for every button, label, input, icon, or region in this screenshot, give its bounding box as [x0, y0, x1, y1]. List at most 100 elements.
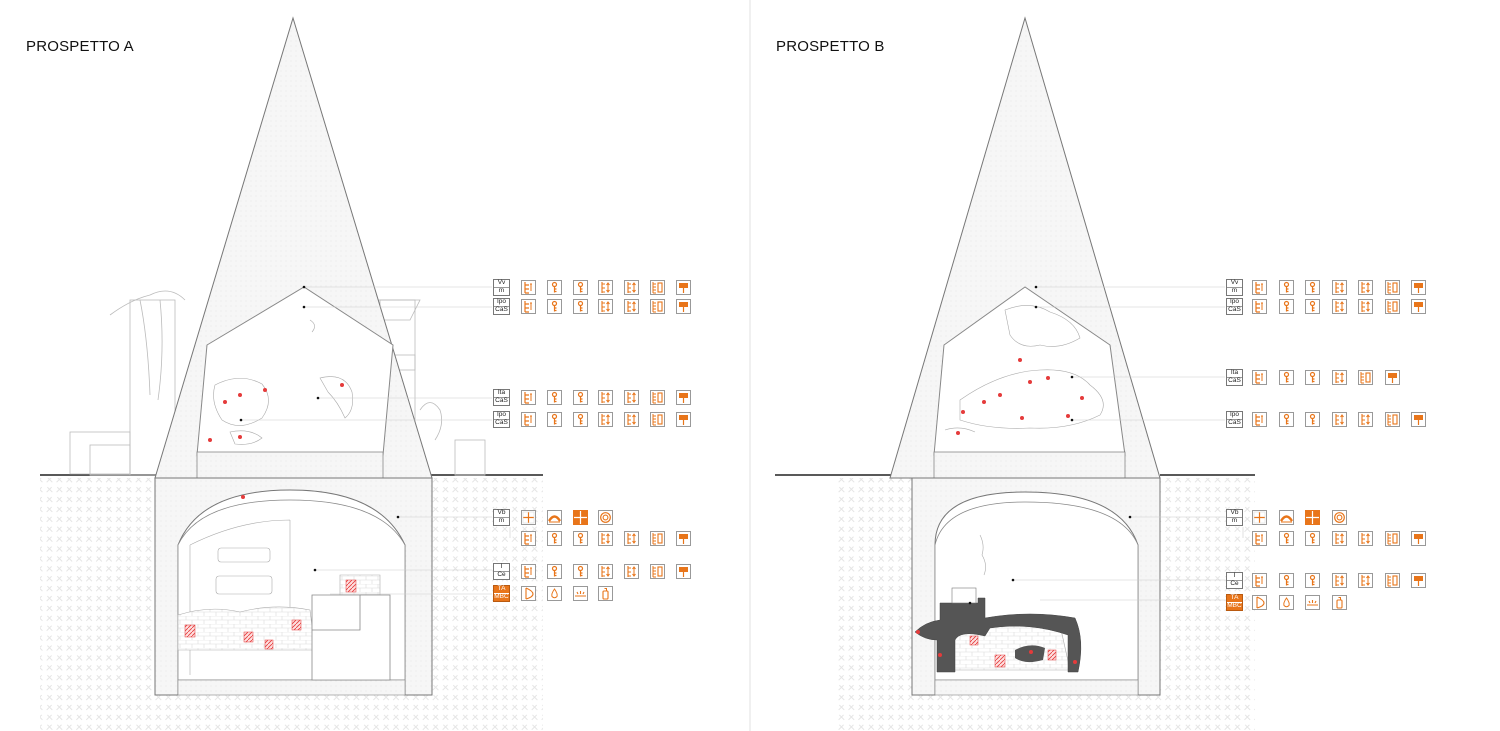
niche-patches-a	[213, 319, 353, 445]
key-icon	[547, 412, 562, 427]
legend-code-text: Ipo	[1229, 298, 1240, 306]
sign-icon	[1385, 370, 1400, 385]
col-arrows-icon	[598, 280, 613, 295]
col-bars-icon	[1385, 531, 1400, 546]
legend-code-text: I	[500, 563, 503, 571]
half-arch-icon	[521, 586, 536, 601]
arch-icon	[547, 510, 562, 525]
key-icon	[547, 531, 562, 546]
sign-icon	[1411, 280, 1426, 295]
drop-icon	[547, 586, 562, 601]
legend-code-text: TA	[1230, 594, 1239, 602]
leader-dots-a	[239, 285, 400, 572]
col-arrows-icon	[624, 531, 639, 546]
drop-icon	[1279, 595, 1294, 610]
col-strips-icon	[1252, 412, 1267, 427]
crypt-elements-a	[189, 519, 291, 675]
sign-icon	[676, 412, 691, 427]
col-bars-icon	[1385, 573, 1400, 588]
col-strips-icon	[521, 390, 536, 405]
leader-lines-a	[241, 286, 511, 595]
col-bars-icon	[650, 412, 665, 427]
key-icon	[1279, 573, 1294, 588]
crypt-walls-b	[911, 477, 1161, 696]
legend-code-text: Ipo	[1229, 411, 1240, 419]
col-strips-icon	[521, 299, 536, 314]
stair-block-a	[311, 594, 391, 681]
sign-icon	[1411, 299, 1426, 314]
col-strips-icon	[1252, 370, 1267, 385]
key-icon	[573, 564, 588, 579]
legend-code-text: CaS	[1227, 377, 1242, 385]
col-strips-icon	[1252, 280, 1267, 295]
key-icon	[547, 299, 562, 314]
grid-cross-icon	[521, 510, 536, 525]
key-icon	[1279, 370, 1294, 385]
col-arrows-icon	[1332, 280, 1347, 295]
brick-wall-a	[177, 606, 316, 651]
legend-code-text: Vb	[497, 509, 506, 517]
col-strips-icon	[521, 280, 536, 295]
ring-icon	[598, 510, 613, 525]
key-icon	[1305, 370, 1320, 385]
sign-icon	[676, 280, 691, 295]
col-strips-icon	[521, 412, 536, 427]
col-arrows-icon	[1332, 299, 1347, 314]
col-arrows-icon	[624, 280, 639, 295]
legend-code-text: Vv	[497, 279, 506, 287]
col-arrows-icon	[598, 390, 613, 405]
col-arrows-icon	[598, 412, 613, 427]
half-arch-icon	[1252, 595, 1267, 610]
legend-code-text: CaS	[494, 306, 509, 314]
red-markers-b	[916, 358, 1084, 664]
crypt-floor-a	[177, 679, 406, 696]
key-icon	[1305, 280, 1320, 295]
key-icon	[573, 299, 588, 314]
col-arrows-icon	[624, 390, 639, 405]
legend-code-text: Ipo	[496, 298, 507, 306]
leader-lines-b	[1013, 286, 1244, 601]
col-strips-icon	[1252, 299, 1267, 314]
col-arrows-icon	[598, 564, 613, 579]
leader-dots-b	[968, 285, 1132, 605]
col-bars-icon	[650, 299, 665, 314]
cement-infill-b	[914, 597, 1082, 673]
key-icon	[547, 280, 562, 295]
key-icon	[1279, 299, 1294, 314]
degradation-patches-b	[969, 635, 1057, 668]
legend-code-text: Ita	[1230, 369, 1239, 377]
col-strips-icon	[521, 564, 536, 579]
legend-code-text: CaS	[1227, 306, 1242, 314]
col-arrows-icon	[1332, 412, 1347, 427]
key-icon	[1279, 531, 1294, 546]
legend-code-text: MBC	[1227, 602, 1242, 610]
background-monument-left	[69, 290, 186, 476]
col-strips-icon	[1252, 531, 1267, 546]
ring-icon	[1332, 510, 1347, 525]
col-arrows-icon	[1358, 412, 1373, 427]
col-arrows-icon	[1332, 573, 1347, 588]
col-strips-icon	[1252, 573, 1267, 588]
legend-code-text: CaS	[494, 419, 509, 427]
wave-icon	[573, 586, 588, 601]
legend-code-text: I	[1233, 572, 1236, 580]
legend-code-text: Vb	[1230, 509, 1239, 517]
sign-icon	[676, 299, 691, 314]
sign-icon	[1411, 573, 1426, 588]
key-icon	[1279, 280, 1294, 295]
wave-icon	[1305, 595, 1320, 610]
sign-icon	[676, 390, 691, 405]
grid-solid-icon	[1305, 510, 1320, 525]
col-arrows-icon	[1332, 531, 1347, 546]
legend-code-text: TA	[497, 585, 506, 593]
panel-b-drawing	[775, 16, 1255, 731]
key-icon	[547, 390, 562, 405]
